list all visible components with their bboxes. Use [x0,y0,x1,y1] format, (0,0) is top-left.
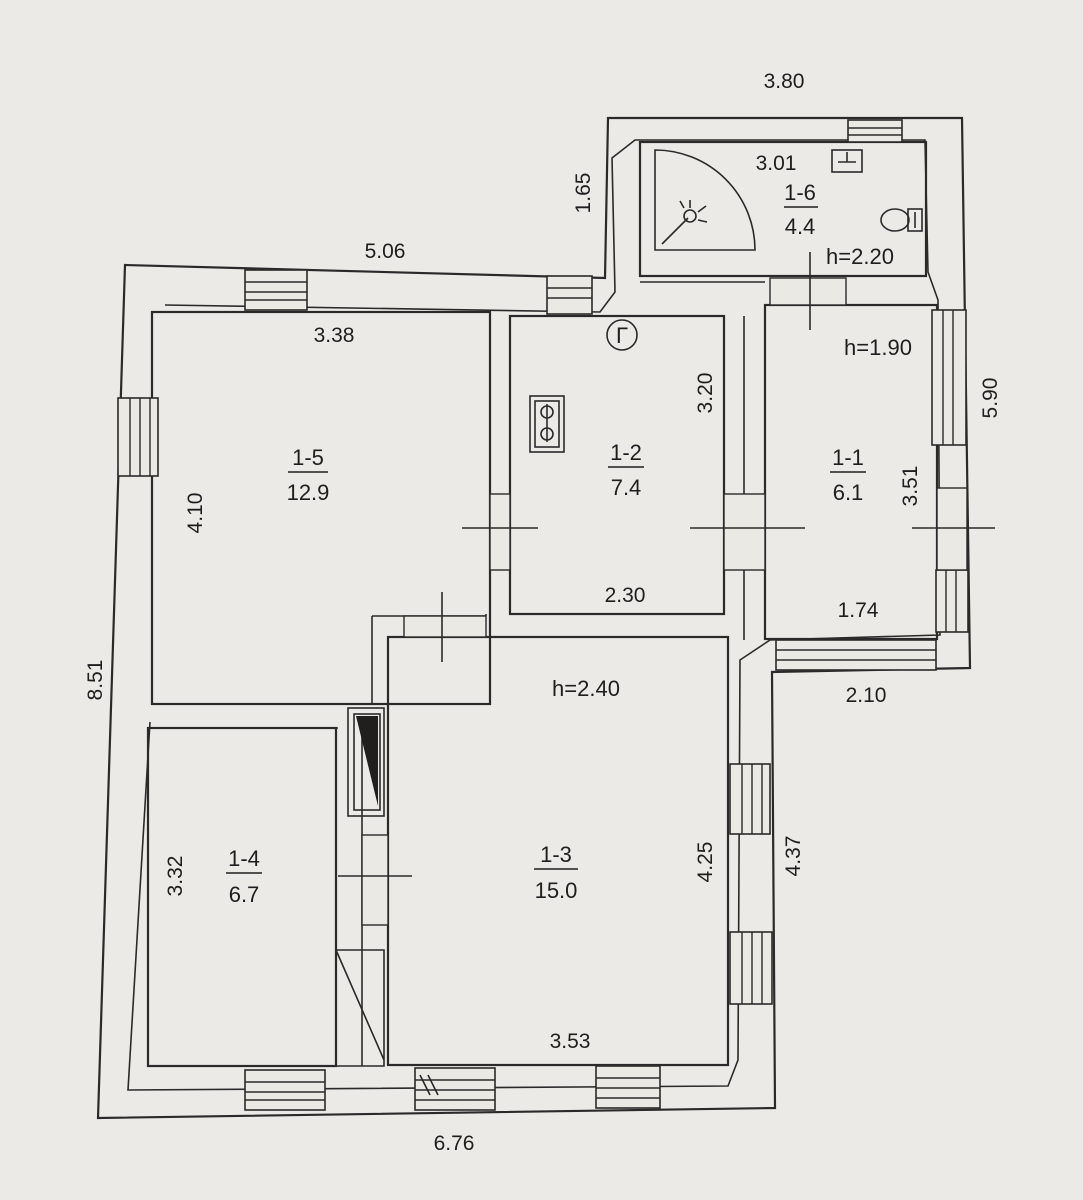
room-1-3-area: 15.0 [535,878,578,903]
room-1-2-label: 1-2 7.4 [608,440,644,500]
windows [117,119,969,1111]
door-1-5-1-2 [462,493,538,571]
window-top-1-6 [847,119,903,143]
dim-bottom-right-wing: 2.10 [846,684,887,707]
room-1-6-height: h=2.20 [826,244,894,269]
window-right-1-1-lower [935,569,969,633]
door-1-5-1-3 [403,592,487,662]
window-left-1-5 [117,397,159,477]
room-1-4-area: 6.7 [229,882,260,907]
room-1-6-area: 4.4 [785,214,816,239]
window-top-1-2 [546,275,593,315]
room-1-4-label: 1-4 6.7 [226,846,262,907]
window-bottom-1-3-right [595,1065,661,1109]
room-1-3-height: h=2.40 [552,676,620,701]
dim-room-1-4-depth: 3.32 [164,856,187,897]
dim-room-1-2-depth: 3.20 [694,373,717,414]
dim-room-1-3-width: 3.53 [550,1030,591,1053]
stove-icon [529,395,565,453]
room-1-1-id: 1-1 [832,445,864,470]
room-1-6-id: 1-6 [784,180,816,205]
dim-right-outer: 5.90 [979,378,1002,419]
dim-top-main: 5.06 [365,240,406,263]
sink-icon [831,149,863,173]
chimney-icon [347,707,385,817]
shower-icon [654,149,756,251]
dim-room-1-3-depth: 4.25 [694,842,717,883]
window-bottom-1-4 [244,1069,326,1111]
door-1-2-1-1 [690,493,805,571]
toilet-icon [880,208,923,232]
dim-right-lower: 4.37 [782,836,805,877]
dim-room-1-2-width: 2.30 [605,584,646,607]
window-right-1-1-upper [931,309,967,446]
room-1-1-outline [763,303,939,641]
door-1-3-bottom [419,1074,439,1096]
dim-outer-bottom: 6.76 [434,1132,475,1155]
room-1-5-area: 12.9 [287,480,330,505]
outer-walls [96,116,972,1120]
dim-room-1-6-width: 3.01 [756,152,797,175]
room-1-2-id: 1-2 [610,440,642,465]
closet-outline [335,949,385,1067]
room-labels: 1-5 12.9 1-2 7.4 1-1 6.1 h=1.90 1-6 4.4 … [226,180,912,907]
doors [338,252,995,1096]
door-1-1-right [912,487,995,571]
room-1-3-id: 1-3 [540,842,572,867]
dim-room-1-1-depth: 3.51 [899,466,922,507]
room-1-2-area: 7.4 [611,475,642,500]
room-1-5-label: 1-5 12.9 [287,445,330,505]
dim-outer-left: 8.51 [84,660,107,701]
gas-marker-icon: Г [606,319,638,351]
dim-room-1-5-width: 3.38 [314,324,355,347]
room-1-1-area: 6.1 [833,480,864,505]
room-1-1-label: 1-1 6.1 h=1.90 [830,335,912,505]
dim-annex-side: 1.65 [572,173,595,214]
room-1-6-label: 1-6 4.4 h=2.20 [784,180,894,269]
gas-marker-label: Г [616,323,628,348]
room-1-4-id: 1-4 [228,846,260,871]
window-right-1-3-lower [729,931,773,1005]
room-1-5-id: 1-5 [292,445,324,470]
dim-room-1-1-width: 1.74 [838,599,879,622]
room-1-1-height: h=1.90 [844,335,912,360]
window-bottom-1-1 [775,639,937,671]
dim-room-1-5-depth: 4.10 [184,493,207,534]
door-1-4-1-3 [338,834,412,926]
dimension-labels: 3.80 5.06 3.38 3.01 2.30 1.74 2.10 3.53 … [84,70,1002,1155]
door-1-1-1-6 [769,252,847,330]
room-1-3-label: 1-3 15.0 h=2.40 [534,676,620,903]
window-right-1-3-upper [729,763,771,835]
fixtures: Г [347,149,923,817]
room-1-2-outline [508,314,726,616]
dim-top-annex: 3.80 [764,70,805,93]
window-top-1-5 [244,269,308,311]
